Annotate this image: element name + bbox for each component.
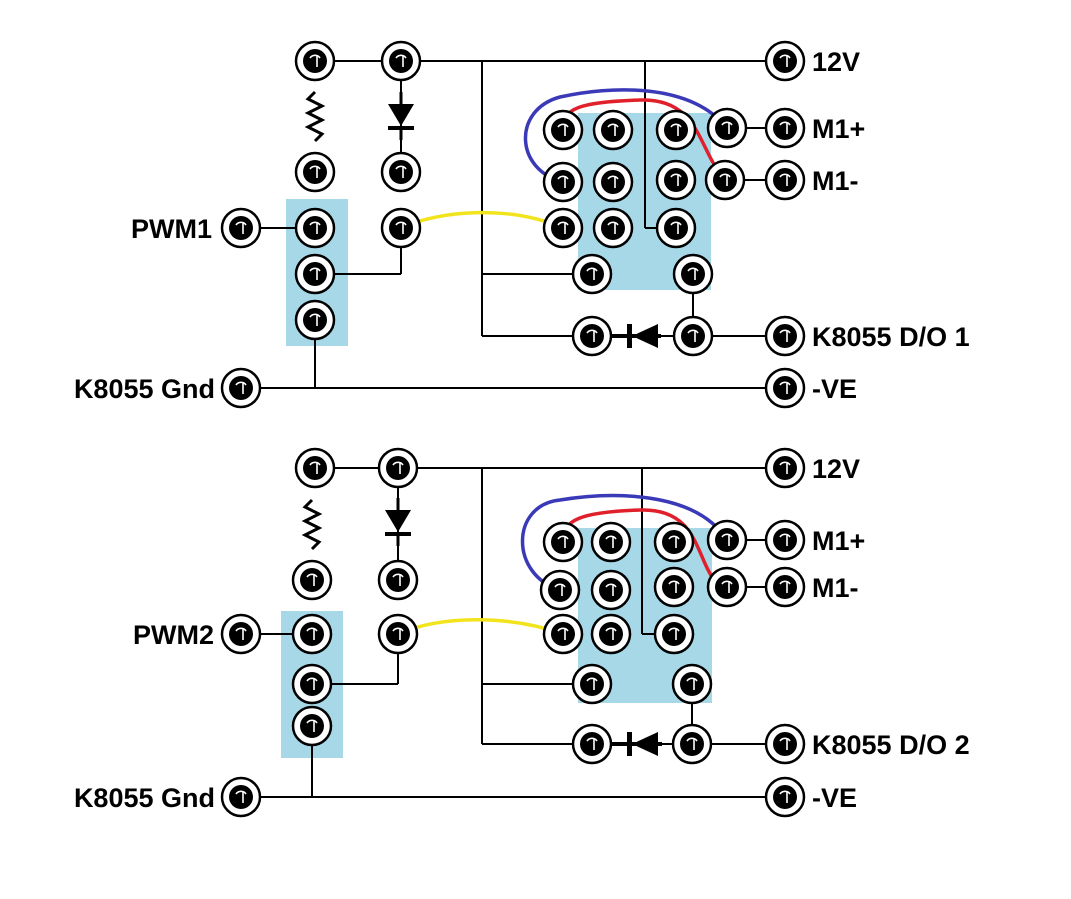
gnd-label: K8055 Gnd — [74, 374, 215, 404]
circuit-2: 12V M1+ M1- PWM2 K8055 D/O 2 K8055 Gnd -… — [74, 447, 970, 818]
motor-plus-label: M1+ — [812, 526, 865, 556]
motor-minus-label: M1- — [812, 573, 859, 603]
diode-icon — [385, 498, 411, 546]
diode-icon — [611, 324, 661, 348]
resistor-icon — [301, 498, 323, 551]
blue-jumper — [520, 493, 729, 592]
negative-label: -VE — [812, 374, 857, 404]
blue-jumper — [523, 88, 729, 184]
negative-label: -VE — [812, 783, 857, 813]
gnd-label: K8055 Gnd — [74, 783, 215, 813]
pwm-label: PWM1 — [131, 214, 212, 244]
yellow-jumper — [396, 618, 565, 636]
digital-out-label: K8055 D/O 2 — [812, 730, 970, 760]
diode-icon — [388, 92, 414, 140]
diode-icon — [610, 732, 662, 756]
circuit-1: 12V M1+ M1- PWM1 K8055 D/O 1 K8055 Gnd -… — [74, 40, 970, 409]
supply-label: 12V — [812, 47, 860, 77]
motor-minus-label: M1- — [812, 166, 859, 196]
pwm-label: PWM2 — [133, 620, 214, 650]
motor-plus-label: M1+ — [812, 114, 865, 144]
supply-label: 12V — [812, 454, 860, 484]
digital-out-label: K8055 D/O 1 — [812, 322, 970, 352]
resistor-icon — [304, 90, 326, 143]
